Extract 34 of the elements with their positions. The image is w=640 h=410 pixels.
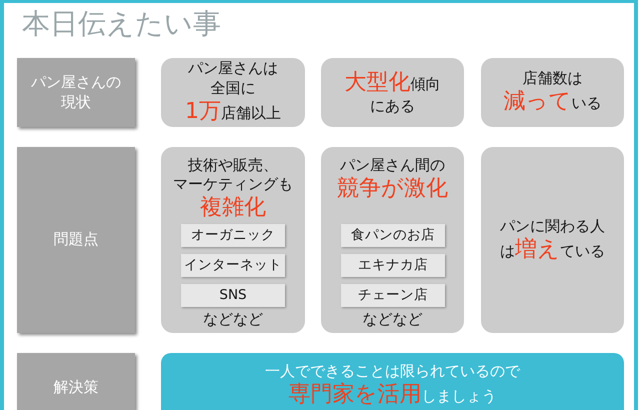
keyword: SNS	[219, 286, 247, 304]
info-panel	[481, 147, 624, 333]
category-heading: パン屋さんの現状	[31, 73, 121, 112]
keyword: エキナカ店	[358, 256, 428, 274]
category-heading: 問題点	[54, 230, 98, 250]
info-text: パン屋さん間の競争が激化	[336, 156, 449, 203]
keyword-tile	[341, 254, 445, 277]
info-panel	[161, 58, 305, 127]
category-block	[17, 58, 135, 127]
category-block	[17, 353, 135, 410]
note-text: などなど	[362, 310, 424, 330]
category-heading: 解決策	[54, 378, 98, 398]
keyword-tile	[341, 224, 445, 247]
info-text: パン屋さんは全国に1万店舗以上	[185, 59, 281, 126]
info-panel	[321, 58, 464, 127]
keyword-tile	[181, 284, 285, 307]
keyword: インターネット	[184, 256, 282, 274]
note-text: などなど	[202, 310, 264, 330]
info-panel	[161, 147, 305, 333]
keyword: 食パンのお店	[351, 226, 435, 244]
info-text: 技術や販売、マーケティングも複雑化	[172, 156, 294, 222]
info-text: パンに関わる人は増えている	[500, 216, 605, 264]
info-panel	[481, 58, 624, 127]
solution-banner	[161, 353, 624, 410]
info-panel	[321, 147, 464, 333]
info-text: 大型化傾向にある	[344, 69, 440, 116]
solution-text: 一人でできることは限られているので専門家を活用しましょう	[265, 362, 520, 409]
slide-title: 本日伝えたい事	[22, 6, 221, 42]
keyword-tile	[181, 224, 285, 247]
info-text: 店舗数は減っている	[504, 69, 602, 116]
keyword: チェーン店	[358, 286, 428, 304]
category-block	[17, 147, 135, 333]
keyword-tile	[341, 284, 445, 307]
keyword: オーガニック	[191, 226, 275, 244]
